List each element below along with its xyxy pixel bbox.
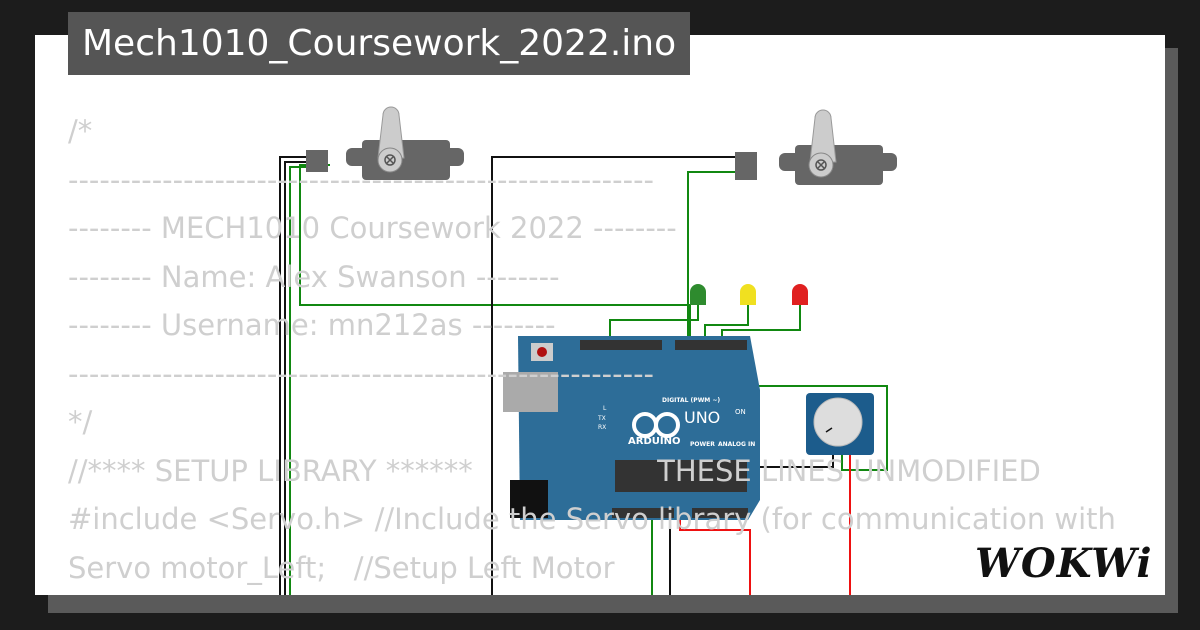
model-label: UNO [684, 408, 720, 427]
wire-servo-right-ground [491, 156, 737, 595]
on-label: ON [735, 408, 746, 416]
wire-servo-left-ground [279, 156, 312, 595]
wire-vin [679, 515, 751, 595]
wire-servo-right-signal [687, 171, 737, 340]
code-line: Servo motor_Left; //Setup Left Motor [68, 550, 615, 585]
reset-button [537, 347, 547, 357]
wire-servo-left-power [284, 161, 312, 595]
code-line: Servo motor_Right; //Setup Right Motor [68, 592, 1116, 595]
wire-led-yellow [704, 305, 749, 345]
brand-label: ARDUINO [628, 436, 680, 447]
wokwi-logo: WOKWi [975, 540, 1153, 587]
servo-horn-icon [815, 159, 827, 171]
servo-left[interactable] [306, 106, 464, 180]
servo-horn-icon [384, 154, 396, 166]
led[interactable] [792, 284, 808, 305]
led-label: L [603, 405, 607, 412]
wire-led-green [609, 305, 699, 345]
code-preview: /* --------------------------------------… [68, 107, 1116, 595]
servo-right[interactable] [735, 109, 897, 185]
code-line: /* [68, 114, 93, 148]
led[interactable] [690, 284, 706, 305]
arduino-uno-board[interactable]: DIGITAL (PWM ~) L TX RX UNO ON ARDUINO P… [503, 336, 760, 520]
code-line: #include <Servo.h> //Include the Servo l… [68, 502, 1116, 536]
project-title: Mech1010_Coursework_2022.ino [68, 12, 691, 75]
led-label: TX [597, 415, 606, 422]
code-line: ----------------------------------------… [68, 162, 655, 197]
code-line: ----------------------------------------… [68, 356, 655, 391]
code-preview-area: /* --------------------------------------… [35, 35, 1165, 595]
code-line: -------- MECH1010 Coursework 2022 ------… [68, 211, 677, 245]
led-label: RX [598, 424, 606, 431]
led[interactable] [740, 284, 756, 305]
code-line: */ [68, 405, 93, 439]
power-label: POWER [690, 441, 715, 448]
code-line: //**** SETUP LIBRARY ****** THESE LINES … [68, 453, 1041, 488]
digital-label: DIGITAL (PWM ~) [662, 397, 720, 404]
code-line: -------- Name: Alex Swanson -------- [68, 259, 560, 294]
wire-servo-left-signal [289, 166, 312, 595]
code-line: -------- Username: mn212as -------- [68, 308, 556, 342]
potentiometer[interactable] [806, 393, 874, 455]
analog-label: ANALOG IN [718, 441, 755, 448]
